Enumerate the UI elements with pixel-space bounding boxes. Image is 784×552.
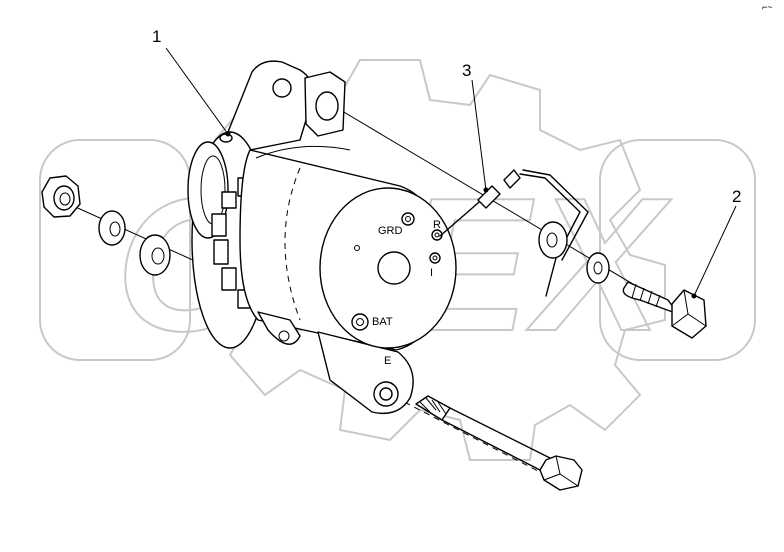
leader-3: [471, 79, 487, 191]
leader-1-dot: [225, 131, 231, 137]
wire-connector-b: [503, 169, 521, 189]
corner-mark: ⌐~: [762, 2, 773, 12]
bolt-long-shank-upper: [449, 407, 551, 459]
label-i: I: [430, 267, 433, 279]
ground-strap: [519, 173, 581, 297]
right-hardware: [538, 221, 707, 339]
label-bat: BAT: [372, 316, 393, 328]
label-r: R: [433, 219, 441, 231]
lock-washer-right: [586, 252, 610, 284]
bolt-long-shank-lower: [441, 419, 541, 471]
hex-nut: [41, 175, 81, 218]
flat-washer-right: [538, 221, 568, 259]
left-hardware: [41, 175, 171, 276]
center-hub: [377, 251, 411, 285]
rear-screw: [354, 245, 360, 251]
terminal-bat: [351, 313, 369, 331]
bolt-long: [415, 395, 583, 491]
leader-2: [693, 205, 737, 297]
callout-2: 2: [732, 187, 741, 206]
watermark-frame-right: [599, 139, 756, 361]
leader-3-dot: [483, 187, 489, 193]
body-seam: [284, 167, 301, 321]
leader-2-dot: [691, 293, 697, 299]
body-top-edge: [255, 145, 351, 159]
callout-1: 1: [152, 27, 161, 46]
ground-strap-edge: [522, 169, 589, 261]
alternator: GRD R I BAT E: [187, 60, 457, 415]
watermark-frame-left: [39, 139, 191, 361]
terminal-grd: [401, 212, 415, 226]
callout-leaders: [165, 47, 737, 299]
bolt-short: [622, 281, 707, 339]
terminal-i: [429, 252, 441, 264]
callout-3: 3: [462, 61, 471, 80]
axis-lower-bolt: [384, 391, 566, 486]
label-e: E: [384, 355, 391, 367]
lower-lug: [257, 311, 301, 345]
leader-1: [165, 47, 229, 135]
lock-washer: [98, 210, 126, 246]
flat-washer-left: [139, 234, 171, 276]
cooling-vents: [211, 177, 253, 309]
label-grd: GRD: [378, 225, 403, 237]
